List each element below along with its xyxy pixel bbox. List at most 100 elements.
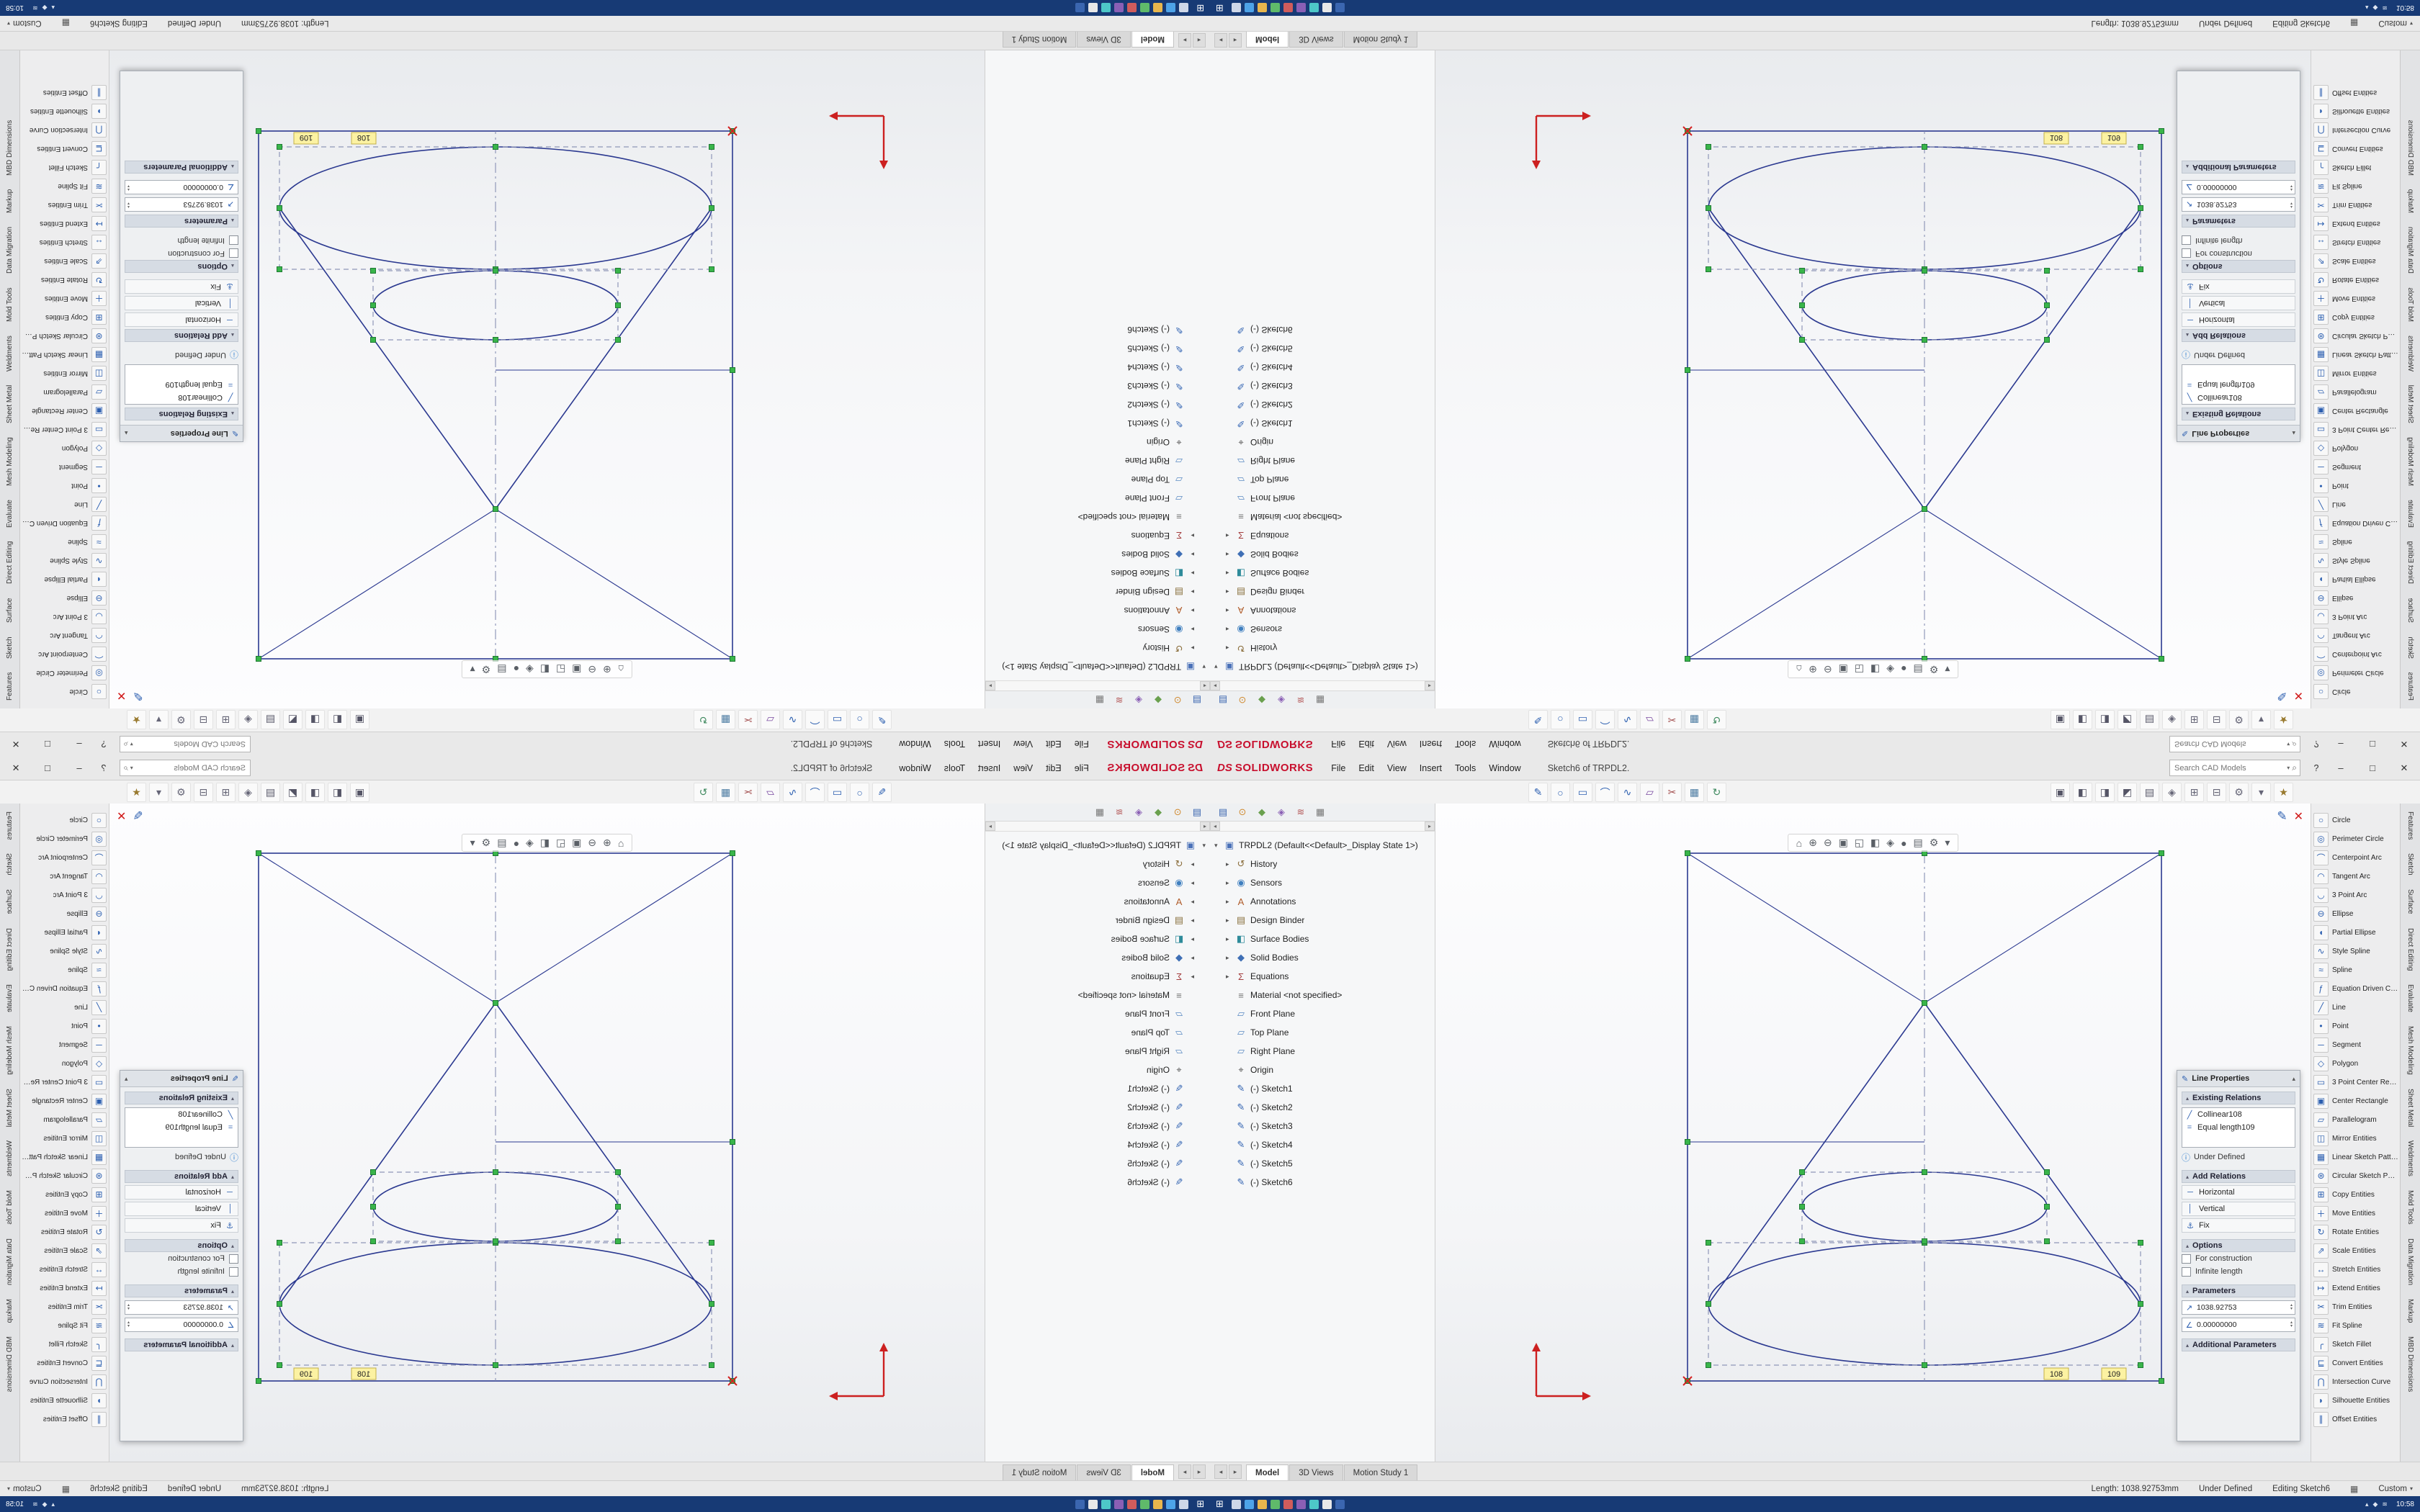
commandmanager-tab[interactable]: Direct Editing bbox=[6, 927, 14, 971]
tool-button[interactable]: ∥ Offset Entities bbox=[2311, 1410, 2401, 1428]
view-toolbar-icon[interactable]: ▣ bbox=[572, 664, 582, 675]
spin-down-icon[interactable]: ▾ bbox=[127, 1307, 130, 1311]
toolbar-icon[interactable]: ★ bbox=[2274, 710, 2293, 729]
relations-listbox[interactable]: ╱ Collinear108 = Equal length109 bbox=[125, 1107, 238, 1148]
menu-item[interactable]: Tools bbox=[944, 739, 965, 750]
tree-scrollbar[interactable]: ◂ ▸ bbox=[1210, 822, 1435, 832]
option-row[interactable]: Infinite length bbox=[2182, 1265, 2295, 1278]
tool-button[interactable]: ⊞ Copy Entities bbox=[2311, 308, 2401, 327]
menu-item[interactable]: Window bbox=[899, 739, 931, 750]
tree-item[interactable]: ▸ A Annotations bbox=[1210, 892, 1435, 911]
tree-item[interactable]: ✎ (-) Sketch1 bbox=[985, 414, 1210, 433]
expand-arrow-icon[interactable]: ▾ bbox=[1202, 663, 1206, 671]
add-relation-button[interactable]: ─ Horizontal bbox=[2182, 1185, 2295, 1200]
commandmanager-tab[interactable]: Data Migration bbox=[2406, 227, 2414, 274]
minimize-button[interactable]: – bbox=[76, 762, 82, 773]
toolbar-icon[interactable]: ▣ bbox=[350, 783, 369, 802]
taskbar-app-icon[interactable] bbox=[1231, 1499, 1241, 1509]
tree-item[interactable]: ▸ ◉ Sensors bbox=[1210, 620, 1435, 639]
tree-item[interactable]: ✎ (-) Sketch5 bbox=[985, 339, 1210, 358]
sketch-diagonal-right[interactable] bbox=[1924, 508, 2162, 660]
tool-button[interactable]: ◖ Partial Ellipse bbox=[19, 923, 109, 942]
toolbar-icon[interactable]: ▦ bbox=[1685, 710, 1704, 729]
tree-tab-icon[interactable]: ≋ bbox=[1296, 806, 1305, 817]
parameter-value[interactable]: 0.00000000 bbox=[183, 183, 223, 192]
tree-item[interactable]: ▸ ◆ Solid Bodies bbox=[985, 948, 1210, 967]
close-button[interactable]: ✕ bbox=[12, 739, 20, 750]
toolbar-icon[interactable]: ⊞ bbox=[2184, 783, 2204, 802]
spin-down-icon[interactable]: ▾ bbox=[2290, 201, 2293, 205]
tool-button[interactable]: ↔ Stretch Entities bbox=[2311, 233, 2401, 252]
view-toolbar-icon[interactable]: ⊕ bbox=[603, 664, 611, 675]
tree-item[interactable]: ✎ (-) Sketch1 bbox=[1210, 1079, 1435, 1098]
expand-arrow-icon[interactable]: ▸ bbox=[1191, 532, 1194, 540]
commandmanager-tab[interactable]: Sketch bbox=[6, 853, 14, 876]
add-relation-button[interactable]: ─ Horizontal bbox=[125, 312, 238, 327]
tool-button[interactable]: ≈ Spline bbox=[2311, 533, 2401, 552]
tree-item[interactable]: ▸ ↺ History bbox=[1210, 855, 1435, 873]
checkbox[interactable] bbox=[229, 248, 238, 258]
view-toolbar-icon[interactable]: ▤ bbox=[497, 837, 507, 848]
add-relation-button[interactable]: ─ Horizontal bbox=[2182, 312, 2295, 327]
graphics-area[interactable]: ⌂⊕⊖▣◱◧◈●▤⚙▾ ✎ ✕ bbox=[1435, 804, 2311, 1462]
close-button[interactable]: ✕ bbox=[12, 762, 20, 773]
parameter-field[interactable]: ∠ 0.00000000 ▴ ▾ bbox=[2182, 180, 2295, 194]
expand-arrow-icon[interactable]: ▸ bbox=[1191, 860, 1194, 868]
tree-item[interactable]: ⌖ Origin bbox=[1210, 433, 1435, 451]
cone-side-right[interactable] bbox=[279, 207, 496, 510]
view-toolbar-icon[interactable]: ⚙ bbox=[1929, 837, 1939, 848]
view-toolbar-icon[interactable]: ⊕ bbox=[603, 837, 611, 848]
tree-item[interactable]: ✎ (-) Sketch4 bbox=[985, 358, 1210, 377]
toolbar-icon[interactable]: ◨ bbox=[2095, 710, 2115, 729]
toolbar-icon[interactable]: ✂ bbox=[738, 783, 758, 802]
tool-button[interactable]: ─ Segment bbox=[19, 458, 109, 477]
toolbar-icon[interactable]: ▭ bbox=[1573, 783, 1592, 802]
option-row[interactable]: Infinite length bbox=[125, 234, 238, 247]
tool-button[interactable]: ◎ Perimeter Circle bbox=[19, 664, 109, 683]
tree-item[interactable]: ▸ ◧ Surface Bodies bbox=[1210, 564, 1435, 582]
expand-arrow-icon[interactable]: ▸ bbox=[1226, 953, 1229, 961]
commandmanager-tab[interactable]: Markup bbox=[2406, 1298, 2414, 1323]
toolbar-icon[interactable]: ○ bbox=[1551, 783, 1570, 802]
tool-button[interactable]: ⋂ Intersection Curve bbox=[2311, 121, 2401, 140]
tool-button[interactable]: ◠ Tangent Arc bbox=[19, 867, 109, 886]
toolbar-icon[interactable]: ∿ bbox=[783, 783, 802, 802]
toolbar-icon[interactable]: ◨ bbox=[305, 710, 325, 729]
expand-arrow-icon[interactable]: ▸ bbox=[1226, 897, 1229, 905]
view-toolbar-icon[interactable]: ⌂ bbox=[1796, 663, 1803, 675]
scroll-right-icon[interactable]: ▸ bbox=[985, 822, 995, 831]
tree-item[interactable]: ▸ A Annotations bbox=[985, 892, 1210, 911]
taskbar-app-icon[interactable] bbox=[1075, 1499, 1085, 1509]
tray-icon[interactable]: ◆ bbox=[2372, 1500, 2378, 1508]
menu-item[interactable]: Insert bbox=[1419, 739, 1443, 750]
add-relation-button[interactable]: ─ Horizontal bbox=[125, 1185, 238, 1200]
sketch-canvas[interactable]: 108 109 bbox=[109, 804, 985, 1462]
toolbar-icon[interactable]: ○ bbox=[850, 710, 869, 729]
cancel-sketch-icon[interactable]: ✕ bbox=[2293, 689, 2303, 701]
tool-button[interactable]: ◗ Silhouette Entities bbox=[2311, 1391, 2401, 1410]
chevron-down-icon[interactable]: ▾ bbox=[2287, 765, 2290, 771]
expand-arrow-icon[interactable]: ▸ bbox=[1226, 935, 1229, 942]
toolbar-icon[interactable]: ○ bbox=[1551, 710, 1570, 729]
toolbar-icon[interactable]: ◩ bbox=[283, 710, 302, 729]
tree-item[interactable]: ▸ ↺ History bbox=[985, 855, 1210, 873]
add-relation-button[interactable]: ⚓ Fix bbox=[125, 279, 238, 294]
taskbar-app-icon[interactable] bbox=[1322, 3, 1332, 13]
tool-button[interactable]: ⊑ Convert Entities bbox=[2311, 140, 2401, 158]
tab-scroll-left-icon[interactable]: ◂ bbox=[1193, 33, 1206, 48]
tool-button[interactable]: ╱ Line bbox=[2311, 998, 2401, 1017]
cone-side-right[interactable] bbox=[1924, 1002, 2141, 1305]
model-tab[interactable]: Motion Study 1 bbox=[1343, 32, 1418, 48]
relation-item[interactable]: ╱ Collinear108 bbox=[125, 391, 238, 404]
expand-arrow-icon[interactable]: ▸ bbox=[1226, 972, 1229, 980]
tree-item[interactable]: ▱ Top Plane bbox=[985, 470, 1210, 489]
model-tab[interactable]: Model bbox=[1246, 32, 1289, 48]
tool-button[interactable]: ◫ Mirror Entities bbox=[19, 1129, 109, 1148]
expand-arrow-icon[interactable]: ▸ bbox=[1226, 588, 1229, 596]
toolbar-icon[interactable]: ▱ bbox=[761, 783, 780, 802]
view-toolbar-icon[interactable]: ◧ bbox=[1870, 664, 1881, 675]
grid-icon[interactable]: ▦ bbox=[61, 1483, 70, 1494]
tool-button[interactable]: ─ Segment bbox=[2311, 1035, 2401, 1054]
relations-listbox[interactable]: ╱ Collinear108 = Equal length109 bbox=[2182, 364, 2295, 405]
commandmanager-tab[interactable]: Weldments bbox=[6, 1140, 14, 1176]
